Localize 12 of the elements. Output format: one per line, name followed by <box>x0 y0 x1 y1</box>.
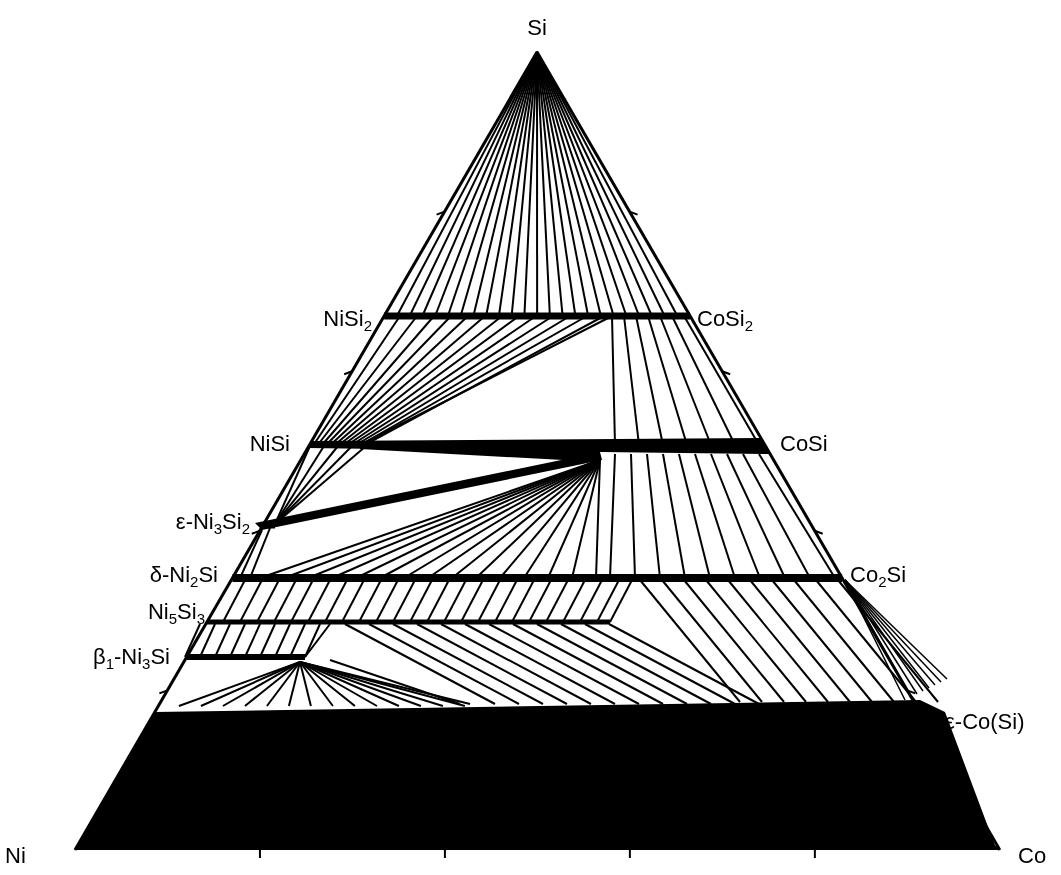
phase-label: Co$_{2}$Si <box>850 562 907 588</box>
phase-label: NiSi$_{2}$ <box>323 306 372 332</box>
phase-label: δ-Ni$_{2}$Si <box>149 562 218 588</box>
phase-label: NiSi <box>249 431 290 457</box>
phase-label: CoSi <box>780 431 828 457</box>
phase-label: Ni$_{5}$Si$_{3}$ <box>147 599 205 625</box>
phase-label: β$_{1}$-Ni$_{3}$Si <box>93 644 170 670</box>
phase-label: CoSi$_{2}$ <box>697 306 754 332</box>
element-label: Ni <box>5 843 26 869</box>
element-label: Co <box>1018 843 1047 869</box>
element-label: Si <box>527 15 547 41</box>
phase-label: ε-Ni$_{3}$Si$_{2}$ <box>175 509 250 535</box>
